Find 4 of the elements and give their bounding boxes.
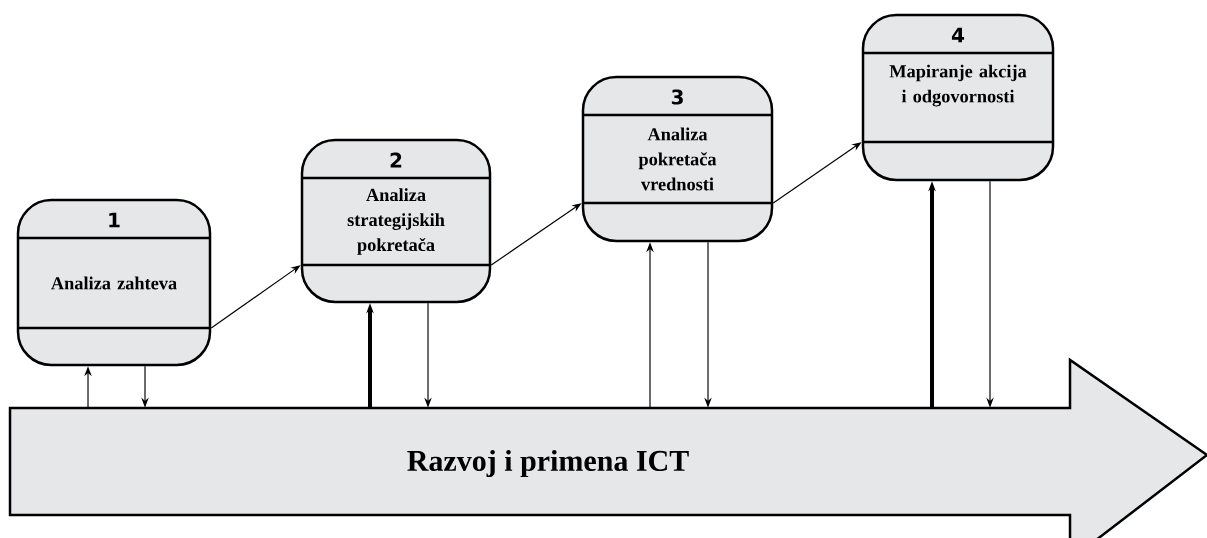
- process-box: 4 Mapiranje akcija i odgovornosti: [861, 13, 1055, 182]
- process-box: 2 Analiza strategijskih pokretača: [300, 138, 492, 304]
- process-box: 3 Analiza pokretača vrednosti: [581, 75, 774, 243]
- process-box: 1 Analiza zahteva: [16, 198, 212, 367]
